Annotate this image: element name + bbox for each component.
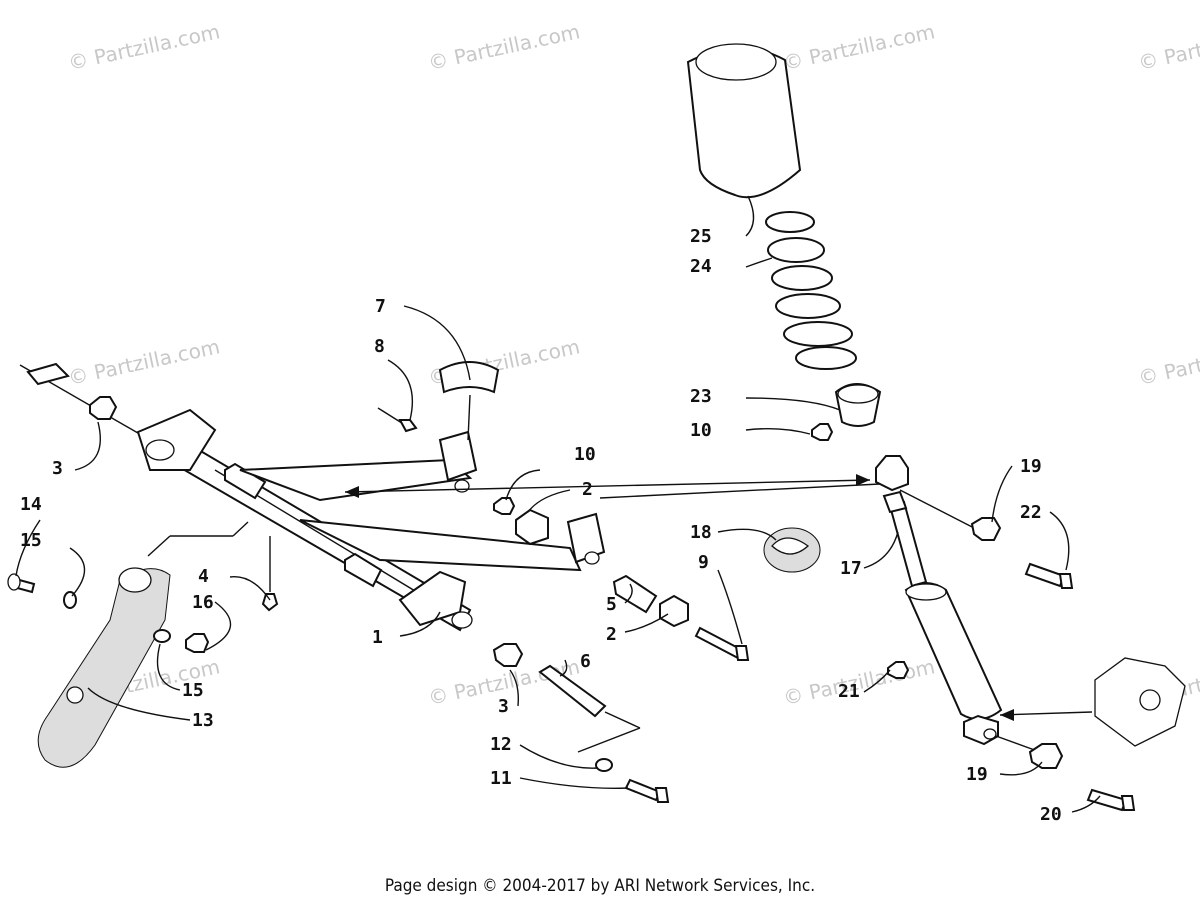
leader-lines xyxy=(15,195,1101,813)
callout-8: 8 xyxy=(374,336,385,357)
callout-18: 18 xyxy=(690,522,712,543)
left-assembly xyxy=(7,361,750,803)
watermark: © Partzilla.com xyxy=(426,19,582,75)
watermark: © Partzilla.com xyxy=(1136,334,1200,390)
callout-24: 24 xyxy=(690,256,712,277)
callout-23: 23 xyxy=(690,386,712,407)
callout-19: 19 xyxy=(966,764,988,785)
callout-15: 15 xyxy=(20,530,42,551)
callout-11: 11 xyxy=(490,768,512,789)
callout-15: 15 xyxy=(182,680,204,701)
callout-6: 6 xyxy=(580,651,591,672)
callout-2: 2 xyxy=(582,479,593,500)
callout-3: 3 xyxy=(52,458,63,479)
callout-7: 7 xyxy=(375,296,386,317)
callout-22: 22 xyxy=(1020,502,1042,523)
watermark: © Partzilla.com xyxy=(66,19,222,75)
watermark: © Partzilla.com xyxy=(66,334,222,390)
callout-14: 14 xyxy=(20,494,42,515)
callout-4: 4 xyxy=(198,566,209,587)
callout-10: 10 xyxy=(574,444,596,465)
callout-12: 12 xyxy=(490,734,512,755)
callout-9: 9 xyxy=(698,552,709,573)
shock-assembly xyxy=(686,43,1186,812)
spring-coils xyxy=(765,211,857,370)
callout-25: 25 xyxy=(690,226,712,247)
callout-13: 13 xyxy=(192,710,214,731)
callout-3: 3 xyxy=(498,696,509,717)
callout-2: 2 xyxy=(606,624,617,645)
callout-20: 20 xyxy=(1040,804,1062,825)
footer-credit: Page design © 2004-2017 by ARI Network S… xyxy=(384,876,816,896)
callout-5: 5 xyxy=(606,594,617,615)
callout-17: 17 xyxy=(840,558,862,579)
watermark: © Partzilla.com xyxy=(1136,19,1200,75)
callout-16: 16 xyxy=(192,592,214,613)
callout-1: 1 xyxy=(372,627,383,648)
watermark: © Partzilla.com xyxy=(781,19,937,75)
callout-21: 21 xyxy=(838,681,860,702)
callout-19: 19 xyxy=(1020,456,1042,477)
callouts: 1 2 2 3 3 4 5 6 7 8 9 10 10 11 12 13 14 … xyxy=(20,226,1062,825)
callout-10: 10 xyxy=(690,420,712,441)
watermarks: © Partzilla.com © Partzilla.com © Partzi… xyxy=(66,19,1200,710)
arrows xyxy=(344,474,1093,721)
